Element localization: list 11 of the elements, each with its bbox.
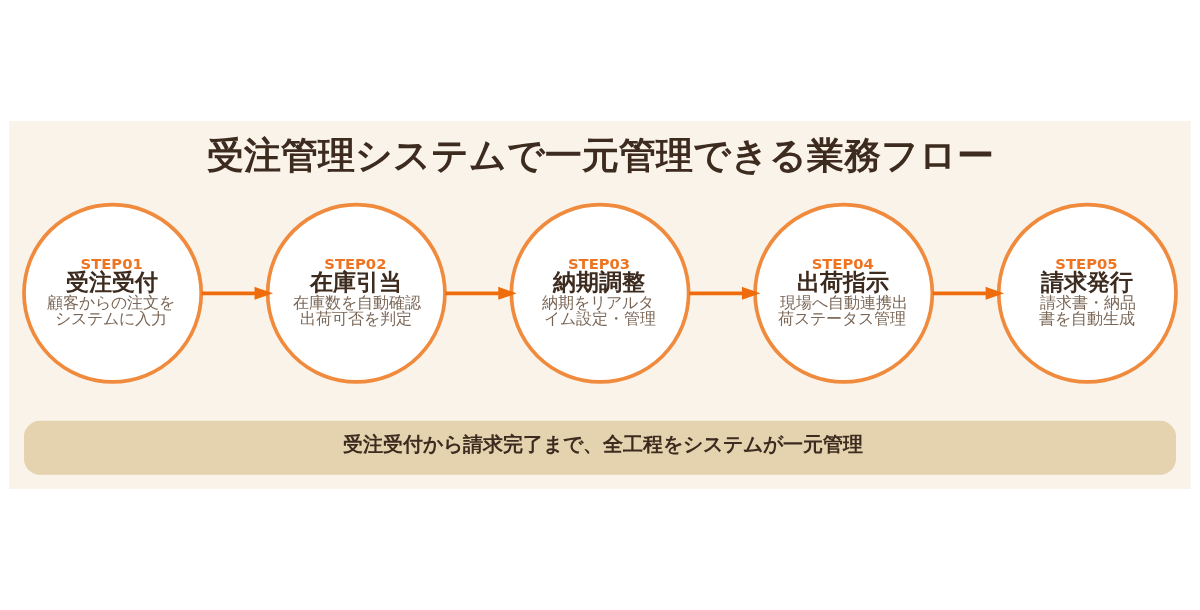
diagram-title: 受注管理システムで一元管理できる業務フロー [207,134,995,178]
node-box: 受注受付から請求完了まで、全工程をシステムが一元管理 [24,420,1176,475]
node-circle: STEP04 出荷指示 現場へ自動連携出荷ステータス管理 [753,202,935,384]
arrow [689,286,761,300]
arrow [201,286,274,300]
node-circle: STEP02 在庫引当 在庫数を自動確認出荷可否を判定 [265,202,447,384]
node-circle: STEP05 請求発行 請求書・納品書を自動生成 [996,202,1178,384]
node-circle: STEP01 受注受付 顧客からの注文をシステムに入力 [22,202,204,384]
arrow [445,286,517,300]
arrow [932,286,1005,300]
node-circle: STEP03 納期調整 納期をリアルタイム設定・管理 [509,202,691,384]
